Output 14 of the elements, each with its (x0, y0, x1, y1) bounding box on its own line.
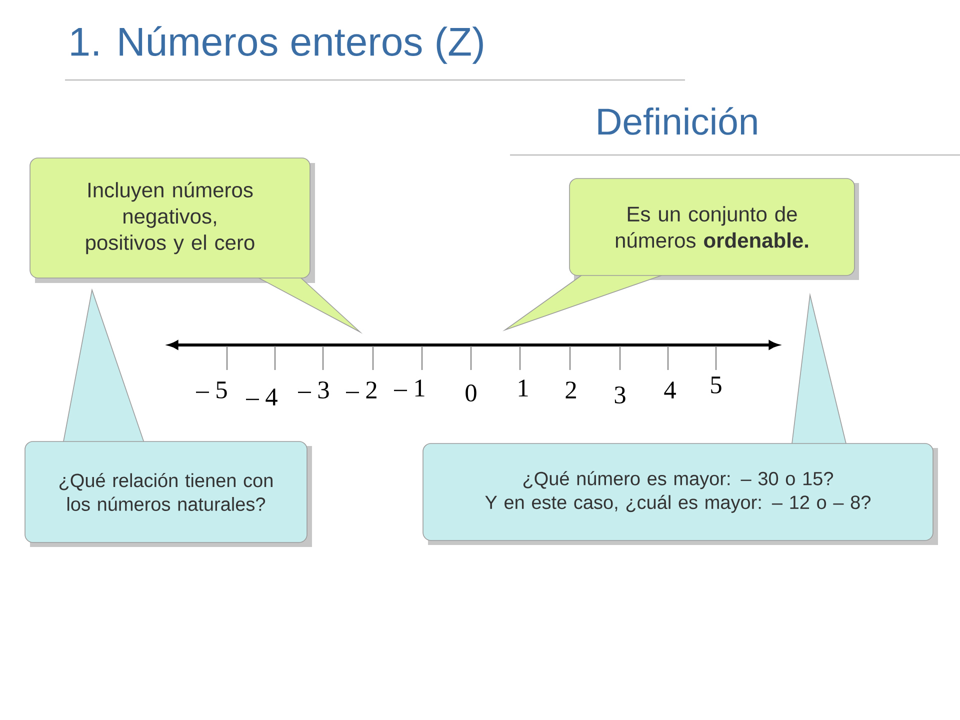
tick-label: – 1 (394, 380, 424, 396)
tick-label: 3 (614, 386, 626, 404)
speech-bubble: Incluyen números negativos, positivos y el cero (30, 158, 363, 334)
tick-label: 1 (518, 380, 528, 396)
speech-bubble: Es un conjunto de números ordenable. (502, 178, 859, 332)
tick-label: – 2 (346, 382, 376, 398)
tick-label: 0 (466, 384, 476, 402)
tick-label: – 4 (246, 388, 278, 406)
title: 1. Números enteros (Z) (71, 26, 483, 64)
tick-label: 4 (664, 382, 676, 398)
subtitle: Definición (598, 107, 757, 135)
tick-label: 5 (711, 376, 722, 394)
tick-label: – 5 (196, 382, 227, 398)
tick-label: 2 (566, 382, 576, 398)
